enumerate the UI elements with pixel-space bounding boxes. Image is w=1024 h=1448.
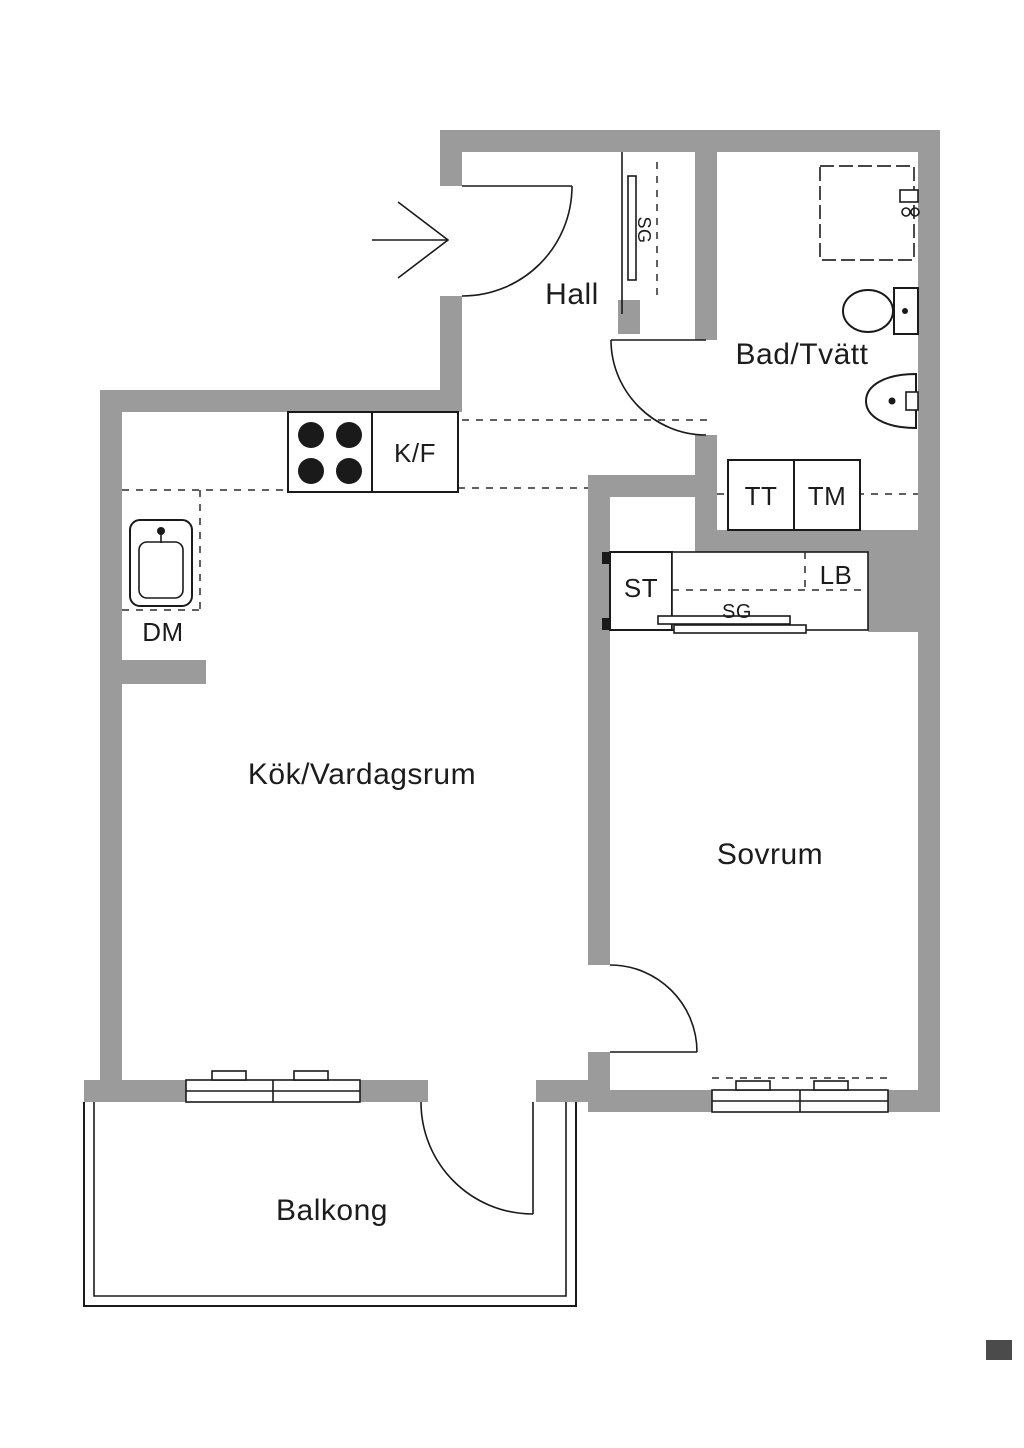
window-sill-mark-2	[813, 1080, 849, 1091]
wall-segment-kitchen-stub	[100, 660, 206, 684]
entry-arrowhead-icon	[397, 201, 450, 279]
entry-door-arc	[461, 185, 573, 297]
bedroom-closets: ST LB SG	[602, 551, 869, 634]
wall-segment-right	[918, 130, 940, 1112]
wardrobe-door-panel	[627, 175, 637, 281]
closet-st-label: ST	[624, 573, 658, 603]
corner-mark	[986, 1340, 1012, 1360]
wall-segment-hall-left-lower	[440, 296, 462, 412]
sliding-door-track-1	[657, 615, 791, 625]
stove-icon	[287, 411, 373, 493]
fridge-freezer-label: K/F	[394, 438, 436, 468]
balcony-railing-inner	[93, 1102, 567, 1297]
sliding-door-track-2	[673, 624, 807, 634]
dishwasher-label: DM	[142, 617, 183, 647]
wall-segment-closet-pillar	[868, 552, 918, 632]
wall-segment-bath-bottom	[695, 530, 918, 552]
window-sill-mark-1	[211, 1070, 247, 1081]
entry-door	[372, 185, 573, 297]
washing-machine-box	[793, 459, 861, 531]
hall-wardrobe: SG	[621, 152, 658, 314]
bedroom-door-arc	[609, 964, 698, 1053]
closet-end-stub-top	[602, 552, 610, 564]
balcony	[83, 1101, 577, 1307]
wall-segment-left	[100, 390, 122, 1102]
wall-segment-bottom-living-a	[84, 1080, 186, 1102]
wardrobe-hall-label: SG	[634, 216, 654, 243]
linen-cabinet-label: LB	[820, 560, 853, 590]
room-label-hall: Hall	[545, 278, 599, 311]
room-label-balcony: Balkong	[276, 1194, 388, 1227]
toilet-icon	[842, 287, 919, 335]
washing-machine-label: TM	[808, 481, 847, 511]
room-label-bedroom: Sovrum	[717, 838, 823, 871]
sink-icon	[864, 372, 919, 430]
bedroom-door	[609, 964, 698, 1053]
wall-segment-bath-left-upper	[695, 152, 717, 340]
wall-segment-top	[440, 130, 940, 152]
wall-segment-bottom-living-c	[536, 1080, 588, 1102]
fridge-freezer-box	[371, 411, 459, 493]
wall-segment-bottom-bedroom-a	[588, 1090, 712, 1112]
bathroom-door-arc	[610, 339, 707, 436]
window-sill-mark-1	[735, 1080, 771, 1091]
kitchen: K/F DM	[122, 411, 710, 647]
wardrobe-bedroom-label: SG	[722, 601, 752, 623]
shower-mixer-icon	[899, 189, 920, 217]
bedroom-window	[711, 1077, 889, 1113]
wall-segment-hall-bedroom	[588, 475, 717, 497]
window-sill-mark-2	[293, 1070, 329, 1081]
living-room-window	[185, 1070, 361, 1103]
shower-icon	[819, 165, 915, 261]
dryer-box	[727, 459, 795, 531]
dryer-label: TT	[745, 481, 778, 511]
bathroom-fixtures: TT TM	[717, 165, 920, 531]
wall-segment-bottom-living-b	[360, 1080, 428, 1102]
closet-end-stub-bottom	[602, 618, 610, 630]
wall-segment-bottom-bedroom-b	[888, 1090, 918, 1112]
wall-segment-sg-stub	[618, 300, 640, 334]
balcony-door-arc	[420, 1101, 534, 1215]
wall-segment-hall-left-upper	[440, 152, 462, 186]
room-label-bathroom: Bad/Tvätt	[736, 338, 869, 371]
kitchen-sink-icon	[129, 519, 193, 607]
room-label-kitchen-living: Kök/Vardagsrum	[248, 758, 476, 791]
bathroom-door	[610, 339, 707, 436]
wall-segment-kitchen-top	[100, 390, 462, 412]
balcony-railing-outer	[83, 1102, 577, 1307]
wall-segment-divider-upper	[588, 475, 610, 965]
walls	[84, 130, 940, 1112]
